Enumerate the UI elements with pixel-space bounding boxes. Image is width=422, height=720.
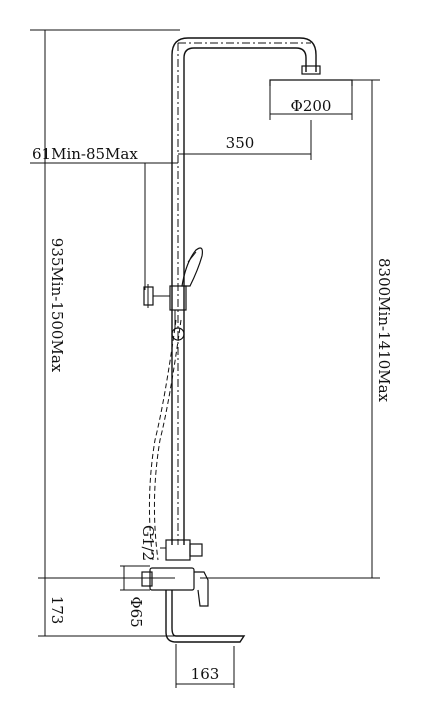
showerhead: Φ200 [269, 65, 353, 120]
riser-inner-contour [183, 47, 307, 545]
showerhead-connector [301, 65, 321, 75]
arm-reach-dimension: 350 [178, 120, 312, 160]
riser-and-arm [171, 37, 317, 545]
arm-reach-label: 350 [226, 134, 255, 152]
diverter-assembly: G1/2 [139, 525, 203, 561]
inlet-diameter-label: Φ65 [127, 596, 145, 627]
bracket-offset-dimension: 61Min-85Max [30, 145, 178, 290]
thread-size-label: G1/2 [139, 525, 157, 561]
riser-height-label: 8300Min-1410Max [375, 258, 393, 403]
mixer-height-dimension: 173 [38, 578, 176, 637]
overall-height-label: 935Min-1500Max [48, 238, 66, 373]
mixer-assembly: Φ65 [120, 565, 246, 643]
riser-outer-contour [171, 37, 317, 545]
mixer-inlet [141, 571, 153, 587]
spout-length-label: 163 [191, 665, 220, 683]
mixer-body [149, 567, 195, 591]
bracket-offset-label: 61Min-85Max [32, 145, 138, 163]
hand-shower-holder [169, 285, 187, 311]
mixer-lever [194, 571, 209, 607]
mixer-height-label: 173 [48, 596, 66, 625]
hand-shower-face [187, 251, 197, 263]
hose-dashed-top [153, 319, 182, 561]
riser-height-dimension: 8300Min-1410Max [200, 79, 393, 579]
diverter-knob [189, 543, 203, 557]
hand-shower-head [181, 247, 203, 287]
bath-spout [165, 590, 246, 643]
spout-length-dimension: 163 [175, 644, 235, 688]
overall-height-dimension: 935Min-1500Max [30, 29, 180, 579]
showerhead-diameter-label: Φ200 [291, 97, 332, 115]
hose-dashed-bottom [148, 319, 177, 561]
hand-shower-assembly [143, 247, 203, 561]
showerhead-top [269, 79, 353, 86]
